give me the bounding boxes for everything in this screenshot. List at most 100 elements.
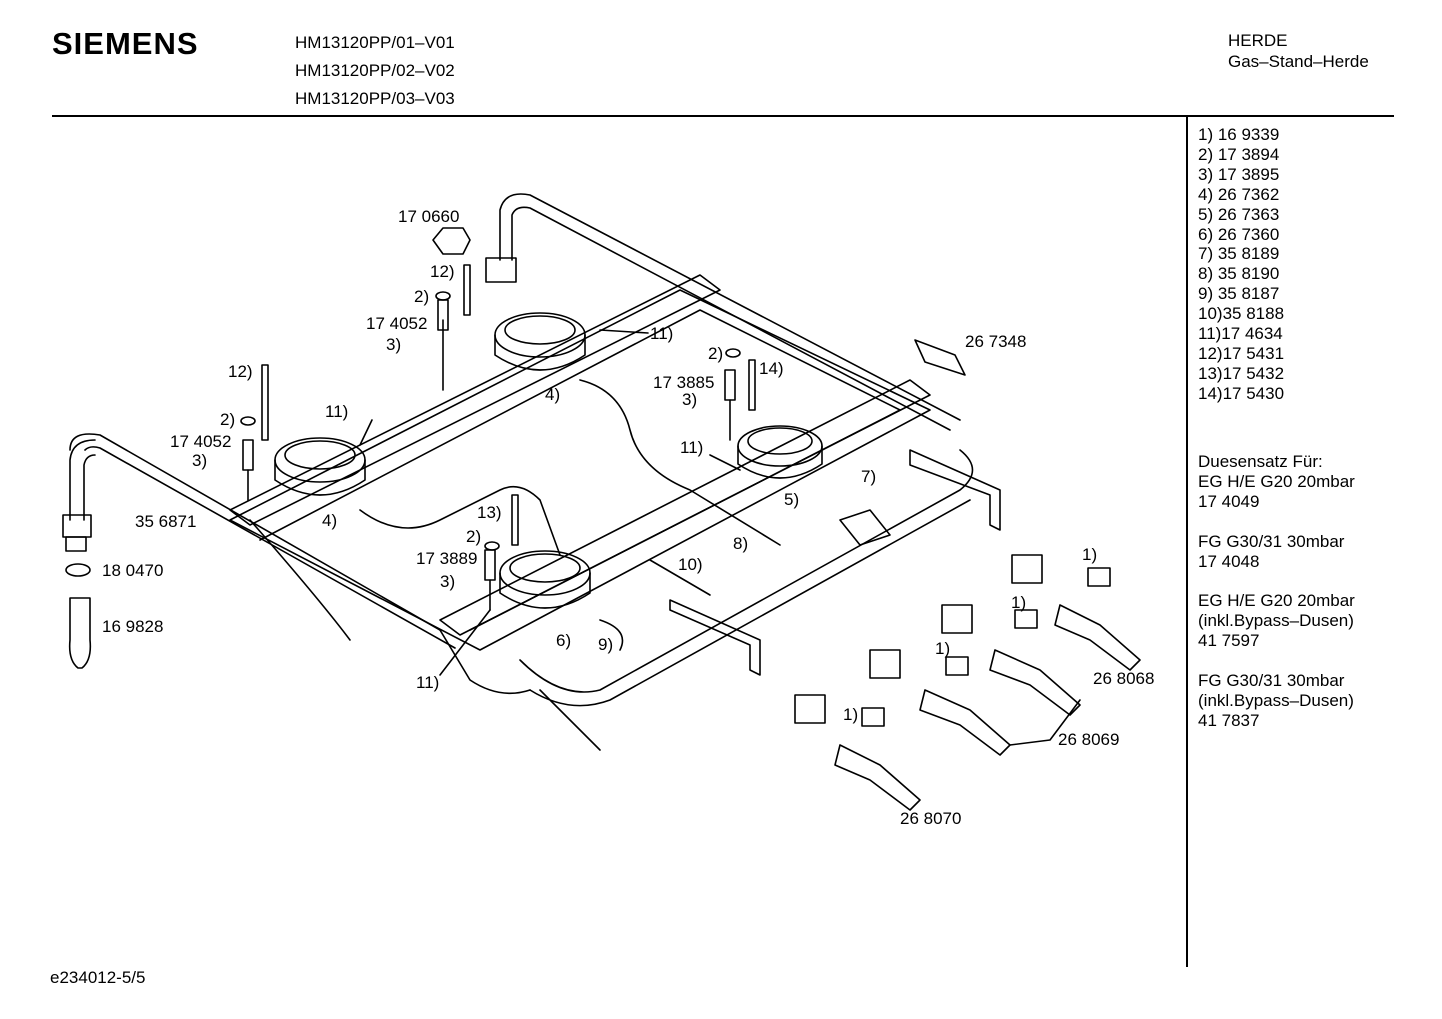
bracket — [909, 449, 1001, 531]
callout-label: 6) — [556, 631, 572, 650]
frame-rail — [69, 433, 441, 631]
callout-label: 17 4052 — [366, 314, 428, 333]
parts-list-item: 11)17 4634 — [1198, 324, 1283, 344]
parts-list-item: 12)17 5431 — [1198, 343, 1285, 363]
nozzle-line: (inkl.Bypass–Dusen) — [1198, 611, 1354, 631]
parts-list-item: 4) 26 7362 — [1198, 184, 1280, 204]
callout-label: 17 4052 — [170, 432, 232, 451]
leader-line — [1009, 699, 1081, 746]
parts-list-item: 3) 17 3895 — [1198, 164, 1280, 184]
callout-label: 16 9828 — [102, 617, 164, 636]
spark-plug — [261, 364, 269, 441]
document-id: e234012-5/5 — [50, 968, 146, 987]
wire — [599, 619, 624, 651]
frame-rail — [84, 446, 456, 649]
burner-top-left — [494, 312, 586, 371]
parts-list-item: 7) 35 8189 — [1198, 244, 1280, 264]
spark-plug — [463, 264, 471, 316]
gas-rail — [511, 206, 951, 431]
cross-bar — [439, 379, 931, 636]
nozzle-line: 41 7597 — [1198, 631, 1260, 651]
nozzle-group: FG G30/31 30mbar 17 4048 — [1198, 532, 1355, 572]
callout-label: 1) — [843, 705, 859, 724]
callout-label: 8) — [733, 534, 749, 553]
callout-label: 2) — [414, 287, 430, 306]
wire — [539, 689, 601, 751]
washer — [725, 348, 741, 358]
callout-label: 5) — [784, 490, 800, 509]
gas-valve — [1011, 554, 1141, 671]
callout-label: 3) — [440, 572, 456, 591]
model-number: HM13120PP/01–V01 — [295, 33, 455, 52]
inlet-nut — [62, 514, 92, 538]
parts-list-item: 8) 35 8190 — [1198, 264, 1280, 284]
frame-rail — [529, 499, 971, 707]
callout-label: 10) — [678, 555, 703, 574]
callout-label: 3) — [192, 451, 208, 470]
bracket — [839, 509, 891, 546]
callout-label: 26 8070 — [900, 809, 962, 828]
thermocouple-body — [724, 369, 736, 401]
callout-label: 4) — [322, 511, 338, 530]
nozzle-line: FG G30/31 30mbar — [1198, 670, 1345, 690]
leader-line — [599, 329, 649, 334]
gas-valve — [794, 694, 921, 811]
callout-label: 9) — [598, 635, 614, 654]
nozzle-group: FG G30/31 30mbar (inkl.Bypass–Dusen) 41 … — [1198, 671, 1355, 731]
nozzle-line: FG G30/31 30mbar — [1198, 531, 1345, 551]
gas-rail — [499, 193, 961, 421]
callout-label: 1) — [1082, 545, 1098, 564]
burner-front — [499, 550, 591, 609]
nozzle-group: EG H/E G20 20mbar (inkl.Bypass–Dusen) 41… — [1198, 591, 1355, 651]
parts-list-item: 5) 26 7363 — [1198, 204, 1280, 224]
gas-tube — [359, 485, 561, 556]
gas-inlet-pipe — [83, 454, 96, 521]
parts-list: 1) 16 9339 2) 17 3894 3) 17 3895 4) 26 7… — [1198, 125, 1284, 404]
thermocouple-body — [484, 549, 496, 581]
bracket — [669, 599, 761, 676]
parts-list-item: 9) 35 8187 — [1198, 284, 1280, 304]
callout-label: 11) — [416, 673, 440, 692]
leader-line — [359, 419, 373, 446]
callout-label: 26 7348 — [965, 332, 1027, 351]
washer — [435, 291, 451, 301]
callout-label: 11) — [650, 324, 674, 343]
nozzle-group: EG H/E G20 20mbar 17 4049 — [1198, 472, 1355, 512]
callout-label: 1) — [1011, 593, 1027, 612]
wire — [249, 519, 351, 641]
model-number: HM13120PP/03–V03 — [295, 89, 455, 108]
inlet-end — [65, 536, 87, 552]
spark-plug — [511, 494, 519, 546]
callout-label: 2) — [708, 344, 724, 363]
category-subtitle: Gas–Stand–Herde — [1228, 52, 1369, 71]
callout-label: 26 8069 — [1058, 730, 1120, 749]
callout-label: 2) — [220, 410, 236, 429]
gas-inlet-pipe — [69, 439, 96, 521]
nozzle-line: 17 4049 — [1198, 491, 1260, 511]
cross-bar — [229, 274, 721, 526]
nozzle-line: EG H/E G20 20mbar — [1198, 471, 1355, 491]
category-title: HERDE — [1228, 31, 1288, 50]
callout-label: 1) — [935, 639, 951, 658]
nozzle-line: 17 4048 — [1198, 551, 1260, 571]
gas-tube — [649, 559, 711, 596]
callout-label: 7) — [861, 467, 877, 486]
parts-list-item: 10)35 8188 — [1198, 304, 1285, 324]
parts-list-item: 13)17 5432 — [1198, 363, 1285, 383]
callout-label: 17 0660 — [398, 207, 460, 226]
nozzle-169828 — [68, 597, 92, 669]
callout-label: 13) — [477, 503, 502, 522]
callout-label: 11) — [680, 438, 704, 457]
callout-label: 2) — [466, 527, 482, 546]
nozzle-line: EG H/E G20 20mbar — [1198, 591, 1355, 611]
nozzle-heading: Duesensatz Für: — [1198, 452, 1323, 471]
frame-rail — [439, 629, 531, 695]
gas-valve — [869, 649, 1011, 756]
callout-label: 4) — [545, 385, 561, 404]
callout-label: 3) — [682, 390, 698, 409]
callout-label: 17 3889 — [416, 549, 478, 568]
parts-list-item: 14)17 5430 — [1198, 383, 1285, 403]
nut-170660 — [432, 227, 471, 255]
model-list: HM13120PP/01–V01 HM13120PP/02–V02 HM1312… — [295, 29, 455, 113]
